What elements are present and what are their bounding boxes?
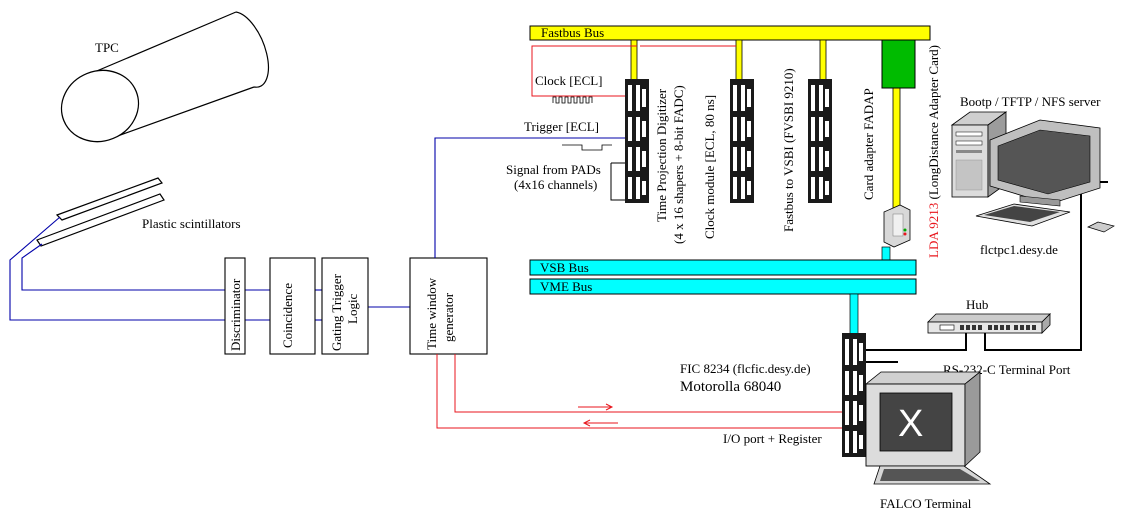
- lda-unit: [883, 204, 911, 248]
- time-window-generator-box: [409, 257, 488, 355]
- hub-label: Hub: [966, 297, 988, 312]
- terminal-label: FALCO Terminal: [880, 496, 972, 511]
- tpc-cylinder: [60, 11, 270, 143]
- scintillator-paddles: [36, 177, 165, 247]
- lda-label-rest: (LongDistance Adapter Card): [926, 45, 941, 200]
- lda-vsb-link: [881, 246, 891, 262]
- fic-io-label: I/O port + Register: [723, 431, 822, 446]
- fastbus-bus: [529, 25, 931, 41]
- coincidence-label: Coincidence: [280, 283, 295, 348]
- vme-label: VME Bus: [540, 279, 592, 294]
- server-title: Bootp / TFTP / NFS server: [960, 94, 1101, 109]
- time-window-label-line1: Time window: [424, 277, 439, 350]
- scintillator-cables: [9, 216, 410, 321]
- clock-module-label: Clock module [ECL, 80 ns]: [702, 95, 717, 239]
- vsb-label: VSB Bus: [540, 260, 589, 275]
- vme-fic-link: [849, 293, 859, 335]
- fvsbi-label: Fastbus to VSBI (FVSBI 9210): [781, 68, 796, 232]
- fic-label: FIC 8234 (flcfic.desy.de): [680, 361, 811, 376]
- discriminator-box: [224, 257, 246, 355]
- lda-label: LDA 9213 (LongDistance Adapter Card): [926, 45, 941, 258]
- trigger-waveform-icon: [562, 144, 612, 151]
- server-computer-icon: [950, 111, 1115, 233]
- tpd-label-line1: Time Projection Digitizer: [654, 88, 669, 222]
- time-window-label-line2: generator: [441, 292, 456, 342]
- scintillators-label: Plastic scintillators: [142, 216, 241, 231]
- discriminator-label: Discriminator: [228, 278, 243, 351]
- pads-label-line1: Signal from PADs: [506, 162, 601, 177]
- tpc-label: TPC: [95, 40, 119, 55]
- terminal-icon: [864, 371, 992, 485]
- fvsbi-module: [808, 79, 832, 203]
- clock-label: Clock [ECL]: [535, 73, 603, 88]
- fic-module: [842, 333, 866, 457]
- pads-bracket: [610, 162, 625, 201]
- fadap-label: Card adapter FADAP: [861, 88, 876, 200]
- trigger-label: Trigger [ECL]: [524, 119, 599, 134]
- pads-label-line2: (4x16 channels): [514, 177, 597, 192]
- vsb-bus: [529, 259, 917, 276]
- gating-label-line2: Logic: [345, 293, 360, 324]
- terminal-screen-x-icon: X: [898, 403, 923, 445]
- gating-label-line1: Gating Trigger: [329, 273, 344, 351]
- coincidence-box: [269, 257, 316, 355]
- fic-cpu-label: Motorolla 68040: [680, 379, 781, 395]
- clock-module: [730, 79, 754, 203]
- gating-trigger-logic-box: [321, 257, 369, 355]
- clock-waveform-icon: [552, 96, 593, 104]
- vme-bus: [529, 278, 917, 295]
- tpd-module: [625, 79, 649, 203]
- fadap-card: [881, 39, 916, 89]
- hub-icon: [927, 313, 1051, 334]
- server-hostname: flctpc1.desy.de: [980, 242, 1058, 257]
- fastbus-label: Fastbus Bus: [541, 25, 604, 40]
- lda-label-red: LDA 9213: [926, 203, 941, 258]
- io-lines: [436, 354, 842, 429]
- clock-line: [531, 45, 637, 97]
- trigger-line: [434, 137, 625, 258]
- tpd-label-line2: (4 x 16 shapers + 8-bit FADC): [671, 85, 686, 244]
